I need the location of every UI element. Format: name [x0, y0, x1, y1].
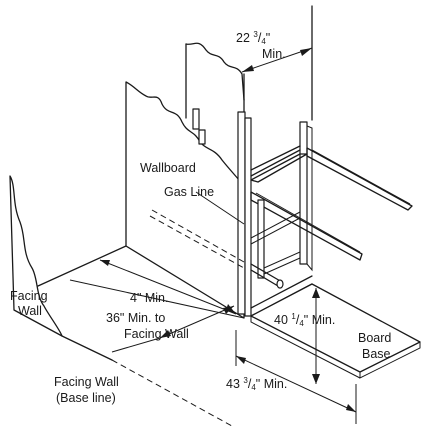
gas-line-label: Gas Line — [164, 185, 214, 199]
board-label-1: Board — [358, 331, 391, 345]
height-label: 40 1/4" Min. — [274, 312, 335, 328]
frame-inner-vert — [263, 196, 301, 278]
back-stud-shadow — [306, 125, 313, 272]
dim-40-arrow-b — [312, 374, 320, 384]
gas-line-end — [276, 279, 284, 289]
gas-line-dashed-2 — [149, 215, 245, 269]
dim-36-line — [159, 305, 235, 339]
dim-4-line — [99, 259, 237, 315]
stud-stub-2 — [198, 129, 206, 145]
upper-wall-left — [185, 42, 245, 101]
dim-top-line — [241, 47, 313, 73]
top-width-min: Min. — [262, 47, 286, 61]
cross-piece-1 — [250, 211, 301, 245]
four-min-label: 4" Min. — [130, 291, 168, 305]
base-line-label-1: Facing Wall — [54, 375, 119, 389]
dim-43-line — [235, 355, 357, 413]
board-base — [250, 283, 421, 373]
dim-40-arrow-t — [312, 288, 320, 298]
facing-wall — [9, 175, 63, 337]
front-stud-left — [237, 111, 246, 315]
thirtysix-label-2: Facing Wall — [124, 327, 189, 341]
base-line-label-2: (Base line) — [56, 391, 116, 405]
width-label: 43 3/4" Min. — [226, 376, 287, 392]
dim-top-arrow-left — [242, 65, 254, 72]
dim-43-arrow-r — [346, 404, 356, 412]
cross-piece-2 — [263, 251, 301, 275]
base-line-dashed — [111, 359, 233, 427]
gas-line-dashed — [151, 209, 245, 263]
floor-line-2 — [69, 279, 245, 319]
facing-wall-label-2: Wall — [18, 304, 42, 318]
dim-36-arrow-r — [223, 306, 234, 314]
stud-stub-1 — [192, 108, 200, 130]
facing-wall-bottom — [61, 335, 113, 361]
wallboard-panel — [125, 81, 245, 319]
gas-line-pipe — [250, 263, 283, 287]
dim-43-arrow-l — [236, 356, 246, 364]
dim-36-ext — [111, 337, 161, 353]
floor-line — [37, 245, 127, 287]
back-stud — [299, 121, 308, 265]
dim-top-arrow-right — [300, 48, 312, 56]
front-stud-right — [244, 117, 252, 317]
board-base-front — [250, 316, 361, 379]
top-header-2 — [250, 145, 301, 177]
facing-wall-label-1: Facing — [10, 289, 48, 303]
thirtysix-label-1: 36" Min. to — [106, 311, 165, 325]
gas-line-leader — [195, 191, 245, 225]
wallboard-label: Wallboard — [140, 161, 196, 175]
middle-rail-lip — [255, 192, 361, 253]
top-right-rail — [306, 147, 413, 211]
top-right-rail-lip — [311, 149, 411, 205]
middle-rail — [250, 191, 363, 261]
dim-4-arrow-l — [100, 260, 110, 266]
dim-36-arrow-l — [160, 330, 171, 338]
board-base-edge — [359, 342, 421, 379]
top-width-label: 22 3/4" — [236, 30, 270, 46]
top-header — [250, 153, 308, 183]
board-label-2: Base — [362, 347, 391, 361]
